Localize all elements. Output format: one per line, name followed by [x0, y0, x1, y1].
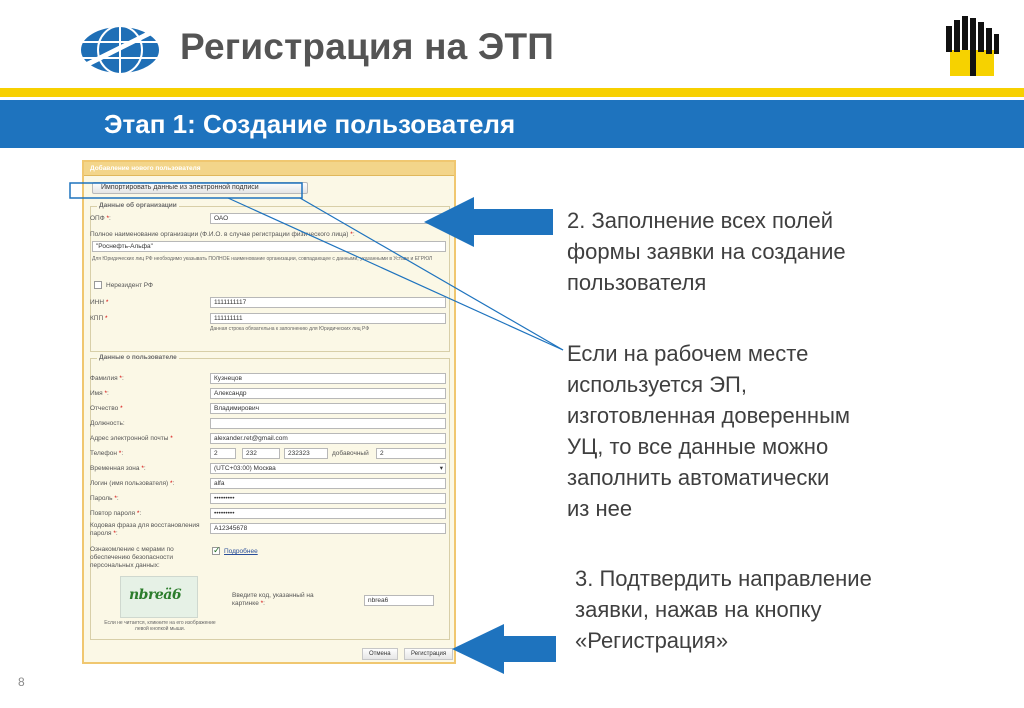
opf-label: ОПФ *:	[90, 215, 111, 222]
annotation-eds-line: изготовленная доверенным	[567, 403, 851, 428]
org-name-label: Полное наименование организации (Ф.И.О. …	[90, 231, 355, 238]
codeword-label: Кодовая фраза для восстановления пароля …	[90, 522, 200, 537]
firstname-label: Имя *:	[90, 390, 109, 397]
phone-ext-label: добавочный	[332, 450, 369, 457]
annotation-step3-line: 3. Подтвердить направление	[575, 566, 872, 591]
user-legend: Данные о пользователе	[97, 354, 179, 361]
password-field[interactable]: •••••••••	[210, 493, 446, 504]
annotation-eds-line: из нее	[567, 496, 633, 521]
page-title: Регистрация на ЭТП	[180, 26, 555, 67]
annotation-step3-line: заявки, нажав на кнопку	[575, 597, 822, 622]
captcha-label: Введите код, указанный на картинке *:	[232, 592, 314, 607]
form-titlebar: Добавление нового пользователя	[84, 162, 454, 176]
consent-checkbox[interactable]	[212, 545, 221, 556]
left-arrow-icon-register	[452, 624, 556, 674]
kpp-field[interactable]: 111111111	[210, 313, 446, 324]
patronymic-label: Отчество *	[90, 405, 123, 412]
phone-ext-field[interactable]: 2	[376, 448, 446, 459]
inn-label: ИНН *	[90, 299, 109, 306]
cancel-button[interactable]: Отмена	[362, 648, 398, 660]
lastname-field[interactable]: Кузнецов	[210, 373, 446, 384]
annotation-step2-line: формы заявки на создание	[567, 239, 846, 264]
kpp-label: КПП *	[90, 315, 108, 322]
inn-field[interactable]: 1111111117	[210, 297, 446, 308]
slide-number: 8	[18, 675, 25, 689]
timezone-label: Временная зона *:	[90, 465, 146, 472]
email-field[interactable]: alexander.ret@gmail.com	[210, 433, 446, 444]
phone-number-field[interactable]: 232323	[284, 448, 328, 459]
lastname-label: Фамилия *:	[90, 375, 124, 382]
annotation-step3: 3. Подтвердить направление заявки, нажав…	[575, 563, 955, 656]
position-label: Должность:	[90, 420, 125, 427]
consent-label: Ознакомление с мерами по обеспечению без…	[90, 546, 174, 569]
user-section: Данные о пользователе	[90, 354, 450, 640]
organization-legend: Данные об организации	[97, 202, 179, 209]
annotation-eds-line: УЦ, то все данные можно	[567, 434, 829, 459]
phone-code-field[interactable]: 232	[242, 448, 280, 459]
timezone-select[interactable]: (UTC+03:00) Москва ▾	[210, 463, 446, 474]
import-eds-button[interactable]: Импортировать данные из электронной подп…	[92, 182, 308, 194]
step-banner-title: Этап 1: Создание пользователя	[104, 109, 516, 139]
email-label: Адрес электронной почты *	[90, 435, 173, 442]
annotation-step2-line: 2. Заполнение всех полей	[567, 208, 833, 233]
codeword-field[interactable]: A12345678	[210, 523, 446, 534]
phone-label: Телефон *:	[90, 450, 124, 457]
annotation-eds-line: Если на рабочем месте	[567, 341, 809, 366]
phone-country-field[interactable]: 2	[210, 448, 236, 459]
login-field[interactable]: alfa	[210, 478, 446, 489]
header-stripe	[0, 88, 1024, 97]
nonresident-label: Нерезидент РФ	[106, 282, 153, 289]
annotation-step2: 2. Заполнение всех полей формы заявки на…	[567, 205, 927, 298]
kpp-note: Данная строка обязательна к заполнению д…	[210, 326, 370, 332]
password-repeat-field[interactable]: •••••••••	[210, 508, 446, 519]
nonresident-checkbox[interactable]	[94, 281, 102, 289]
brand-logo-icon	[946, 16, 999, 76]
chevron-down-icon: ▾	[439, 465, 443, 472]
timezone-value: (UTC+03:00) Москва	[214, 465, 276, 472]
org-name-note: Для Юридических лиц РФ необходимо указыв…	[92, 256, 433, 262]
etp-globe-logo	[79, 25, 161, 75]
annotation-eds-line: используется ЭП,	[567, 372, 747, 397]
position-field[interactable]	[210, 418, 446, 429]
captcha-field[interactable]: nbrea6	[364, 595, 434, 606]
password-repeat-label: Повтор пароля *:	[90, 510, 142, 517]
captcha-image[interactable]: nbreä6	[120, 576, 198, 618]
annotation-eds-line: заполнить автоматически	[567, 465, 830, 490]
login-label: Логин (имя пользователя) *:	[90, 480, 175, 487]
password-label: Пароль *:	[90, 495, 119, 502]
consent-details-link[interactable]: Подробнее	[224, 548, 258, 555]
annotation-step2-line: пользователя	[567, 270, 707, 295]
org-name-field[interactable]: "Роснефть-Альфа"	[92, 241, 446, 252]
annotation-step3-line: «Регистрация»	[575, 628, 729, 653]
captcha-text: nbreä6	[129, 587, 182, 603]
register-button[interactable]: Регистрация	[404, 648, 454, 660]
patronymic-field[interactable]: Владимирович	[210, 403, 446, 414]
captcha-note: Если не читается, кликните на его изобра…	[104, 620, 216, 632]
annotation-eds: Если на рабочем месте используется ЭП, и…	[567, 338, 927, 524]
step-banner: Этап 1: Создание пользователя	[0, 100, 1024, 148]
registration-form: Добавление нового пользователя Импортиро…	[82, 160, 456, 664]
firstname-field[interactable]: Александр	[210, 388, 446, 399]
opf-field[interactable]: ОАО	[210, 213, 446, 224]
